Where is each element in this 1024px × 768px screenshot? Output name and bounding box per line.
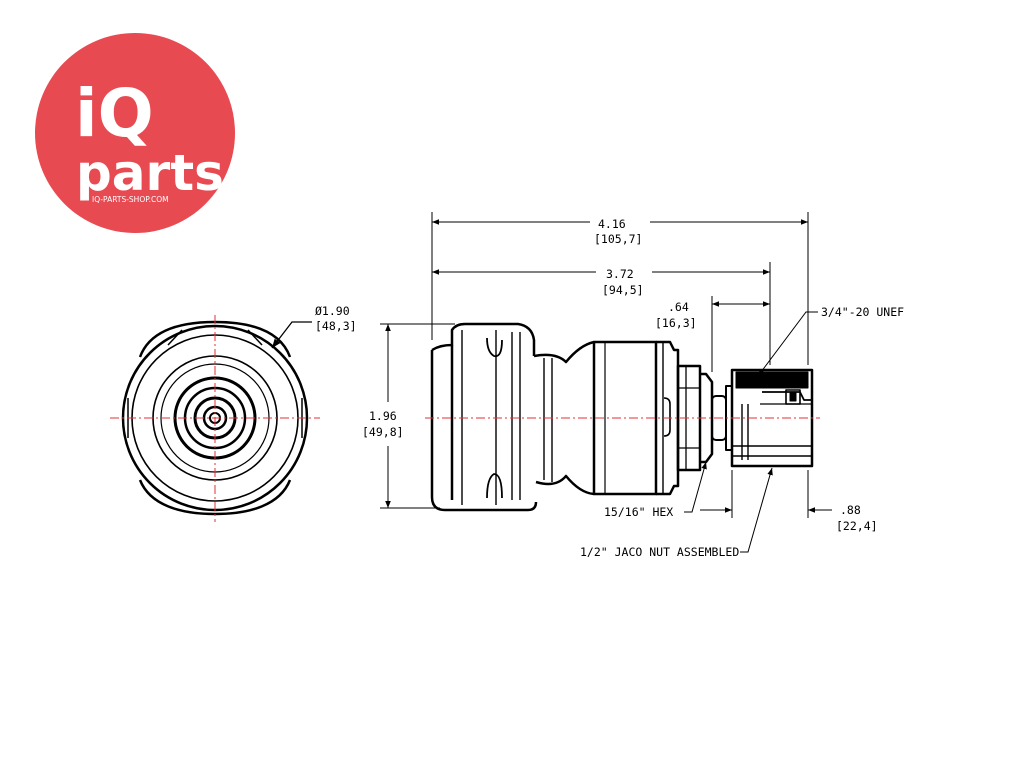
logo-iq-text: iQ	[75, 75, 154, 152]
body-length-value: 3.72	[606, 267, 634, 281]
logo-circle	[35, 33, 235, 233]
nut-callout: 1/2" JACO NUT ASSEMBLED	[580, 545, 739, 559]
logo-website-text: IQ-PARTS-SHOP.COM	[92, 195, 169, 204]
height-value: 1.96	[369, 409, 397, 423]
nut-offset-value: .64	[668, 300, 689, 314]
nut-offset-metric: [16,3]	[655, 316, 697, 330]
body-length-metric: [94,5]	[602, 283, 644, 297]
dimension-lines	[380, 212, 832, 553]
main-barrel	[592, 340, 658, 496]
end-view-centerlines	[110, 315, 320, 522]
nut-length-metric: [22,4]	[836, 519, 878, 533]
height-metric: [49,8]	[362, 425, 404, 439]
dimension-labels: 4.16 [105,7] 3.72 [94,5] .64 [16,3] 1.96…	[362, 217, 904, 559]
hex-callout: 15/16" HEX	[604, 505, 673, 519]
side-view	[430, 322, 814, 512]
overall-length-value: 4.16	[598, 217, 626, 231]
iq-parts-logo: iQ parts IQ-PARTS-SHOP.COM	[35, 33, 235, 233]
diameter-value: Ø1.90	[315, 304, 350, 318]
front-body-outline	[430, 350, 538, 512]
diameter-metric: [48,3]	[315, 319, 357, 333]
logo-parts-text: parts	[76, 144, 224, 202]
jaco-nut-section	[735, 371, 809, 389]
diameter-callout: Ø1.90 [48,3]	[271, 304, 357, 349]
overall-length-metric: [105,7]	[594, 232, 642, 246]
thread-callout: 3/4"-20 UNEF	[821, 305, 904, 319]
nut-length-value: .88	[840, 503, 861, 517]
